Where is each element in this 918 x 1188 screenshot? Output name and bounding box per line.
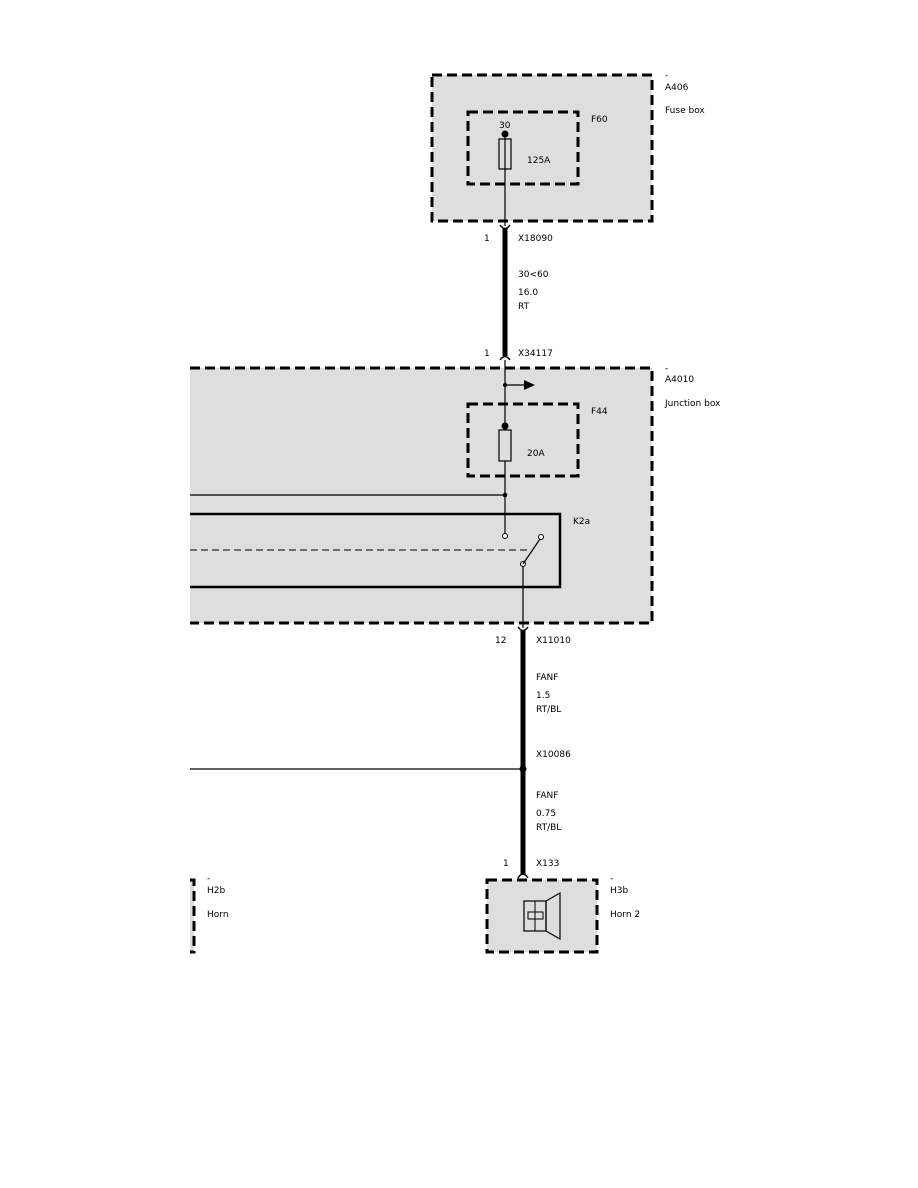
relay-k2a: K2a	[190, 512, 590, 628]
horn-icon	[523, 891, 561, 941]
connector-x18090-pin: 1	[484, 234, 490, 244]
junction-box-a4010: - A4010 Junction box F44 20A K2a	[190, 355, 721, 628]
horn-h2b-id: H2b	[207, 886, 225, 896]
junction-box-dot: -	[665, 364, 668, 374]
fuse-f44-rating: 20A	[527, 449, 545, 459]
branch-arrow	[503, 380, 535, 390]
horn-h2b: - H2b Horn	[190, 874, 229, 954]
fuse-f60-terminal: 30	[499, 121, 511, 131]
wire-2-gauge: 1.5	[536, 691, 550, 701]
horn-h2b-name: Horn	[207, 910, 229, 920]
wire-1-color: RT	[518, 302, 530, 312]
wire-1-signal: 30<60	[518, 270, 549, 280]
fuse-f60-id: F60	[591, 115, 608, 125]
connector-x18090-id: X18090	[518, 234, 553, 244]
wire-2-signal: FANF	[536, 673, 558, 683]
fuse-f60-rating: 125A	[527, 156, 551, 166]
wire-1-gauge: 16.0	[518, 288, 538, 298]
fuse-f60-symbol	[498, 130, 512, 226]
connector-x11010: 12 X11010	[495, 626, 571, 646]
wire-2-color: RT/BL	[536, 705, 561, 715]
connector-x133: 1 X133	[503, 859, 559, 879]
wire-30-60: 30<60 16.0 RT	[502, 228, 549, 356]
connector-x11010-pin: 12	[495, 636, 506, 646]
fuse-f44-symbol	[498, 422, 512, 462]
fuse-box-dot: -	[665, 71, 668, 81]
connector-x133-id: X133	[536, 859, 559, 869]
wire-3-signal: FANF	[536, 791, 558, 801]
connector-x34117: 1 X34117	[484, 349, 553, 359]
horn-h3b-name: Horn 2	[610, 910, 640, 920]
connector-x34117-id: X34117	[518, 349, 553, 359]
wire-fanf-1-5: FANF 1.5 RT/BL	[520, 630, 561, 769]
horn-h3b-dot: -	[610, 874, 613, 884]
connector-x133-pin: 1	[503, 859, 509, 869]
connector-x18090: 1 X18090	[484, 224, 553, 244]
fuse-box-id: A406	[665, 83, 689, 93]
fuse-f44-id: F44	[591, 407, 608, 417]
junction-box-id: A4010	[665, 375, 694, 385]
horn-h3b-id: H3b	[610, 886, 628, 896]
fuse-box-a406: - A406 Fuse box F60 30 125A	[430, 71, 705, 226]
wire-fanf-0-75: FANF 0.75 RT/BL	[520, 769, 561, 874]
horn-h2b-dot: -	[207, 874, 210, 884]
wire-3-color: RT/BL	[536, 823, 561, 833]
connector-x11010-id: X11010	[536, 636, 571, 646]
splice-x10086-id: X10086	[536, 750, 571, 760]
relay-k2a-id: K2a	[573, 517, 590, 527]
horn-h3b: - H3b Horn 2	[485, 874, 640, 954]
fuse-box-name: Fuse box	[665, 106, 705, 116]
junction-box-name: Junction box	[664, 399, 721, 409]
splice-x10086: X10086	[190, 750, 571, 773]
wire-3-gauge: 0.75	[536, 809, 556, 819]
connector-x34117-pin: 1	[484, 349, 490, 359]
